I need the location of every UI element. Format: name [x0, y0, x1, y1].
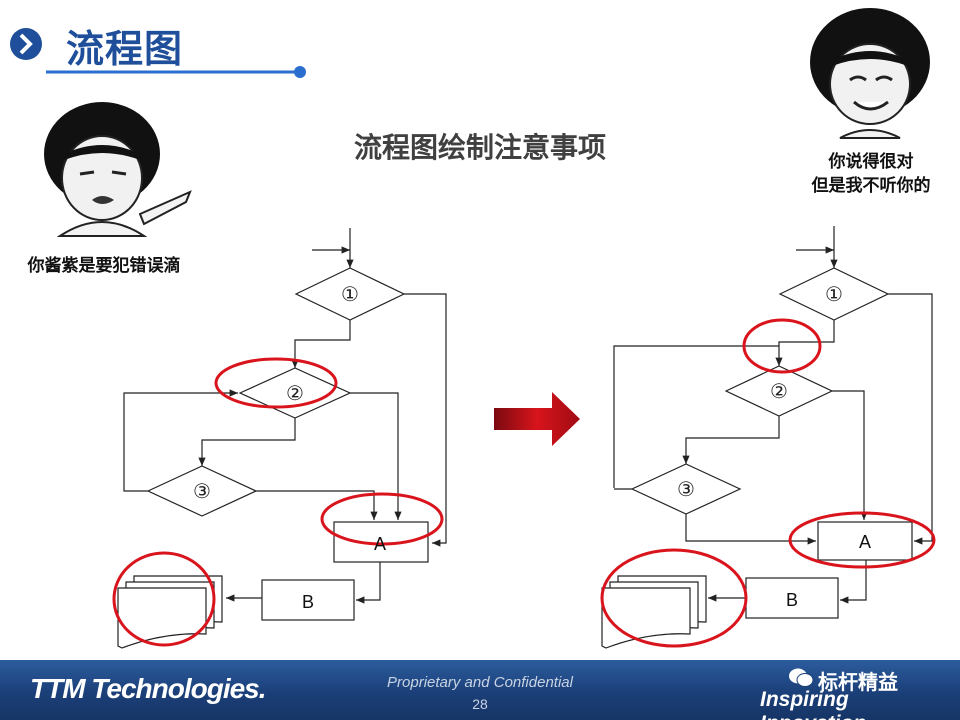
title-decoration	[10, 28, 306, 78]
right-node3-loop	[613, 345, 779, 488]
left-highlight-document	[112, 551, 216, 647]
wechat-icon	[789, 668, 814, 687]
right-document-stack-icon	[601, 575, 707, 649]
company-logo: TTM Technologies.	[30, 673, 267, 704]
right-meme-caption-line2: 但是我不听你的	[811, 176, 931, 196]
title-underline-dot	[294, 66, 306, 78]
left-box-A-label: A	[374, 534, 386, 554]
transition-arrow-icon	[494, 392, 580, 446]
right-box-B	[745, 577, 839, 619]
left-node-3-label: ③	[193, 479, 211, 503]
left-meme-image	[44, 102, 192, 237]
brand-tagline: Inspiring Innovation	[760, 688, 866, 720]
left-node3-loop	[123, 389, 238, 492]
right-node2-to-A	[832, 390, 868, 520]
right-box-A	[817, 521, 913, 561]
right-box-A-label: A	[859, 532, 871, 552]
left-box-B-label: B	[302, 592, 314, 612]
left-highlights	[112, 357, 444, 647]
left-node-1-label: ①	[341, 282, 359, 306]
right-node2-to-node3	[682, 416, 780, 464]
page-number: 28	[472, 696, 488, 712]
right-node-2-label: ②	[770, 379, 788, 403]
chevron-right-icon	[19, 33, 33, 55]
left-A-to-B	[356, 562, 381, 604]
left-meme-caption: 你酱紫是要犯错误滴	[27, 256, 181, 276]
right-flowchart	[601, 226, 933, 649]
right-highlight-document	[600, 548, 748, 648]
right-node1-to-A	[888, 293, 933, 545]
diagram-subtitle: 流程图绘制注意事项	[353, 131, 606, 164]
right-diamond-3	[630, 463, 742, 515]
right-highlights	[600, 318, 936, 648]
left-flowchart	[117, 228, 447, 649]
left-node3-to-A	[256, 490, 378, 520]
left-node-2-label: ②	[286, 381, 304, 405]
left-node1-to-A	[404, 293, 447, 547]
right-node-1-label: ①	[825, 282, 843, 306]
left-document-stack-icon	[117, 575, 223, 649]
left-box-B	[261, 579, 355, 621]
page-title: 流程图	[66, 27, 184, 71]
right-meme-image	[810, 8, 930, 139]
left-highlight-node2	[214, 357, 338, 409]
brand-name: 标杆精益	[818, 670, 898, 694]
right-box-B-label: B	[786, 590, 798, 610]
footer-bar: TTM Technologies. Proprietary and Confid…	[0, 660, 960, 720]
right-node-3-label: ③	[677, 477, 695, 501]
left-node2-to-A	[350, 392, 402, 520]
chevron-circle-icon	[10, 28, 42, 60]
left-highlight-A-inputs	[320, 492, 444, 546]
right-meme-caption-line1: 你说得很对	[828, 152, 914, 172]
left-node2-to-node3	[198, 418, 296, 466]
right-A-to-B	[840, 560, 867, 604]
right-highlight-merge	[742, 318, 822, 374]
right-highlight-A	[788, 511, 936, 569]
right-node3-to-A	[685, 514, 816, 545]
title-bar	[0, 0, 320, 90]
confidential-label: Proprietary and Confidential	[387, 674, 573, 691]
right-node1-to-node2	[775, 320, 835, 366]
left-node1-to-node2	[291, 320, 351, 368]
